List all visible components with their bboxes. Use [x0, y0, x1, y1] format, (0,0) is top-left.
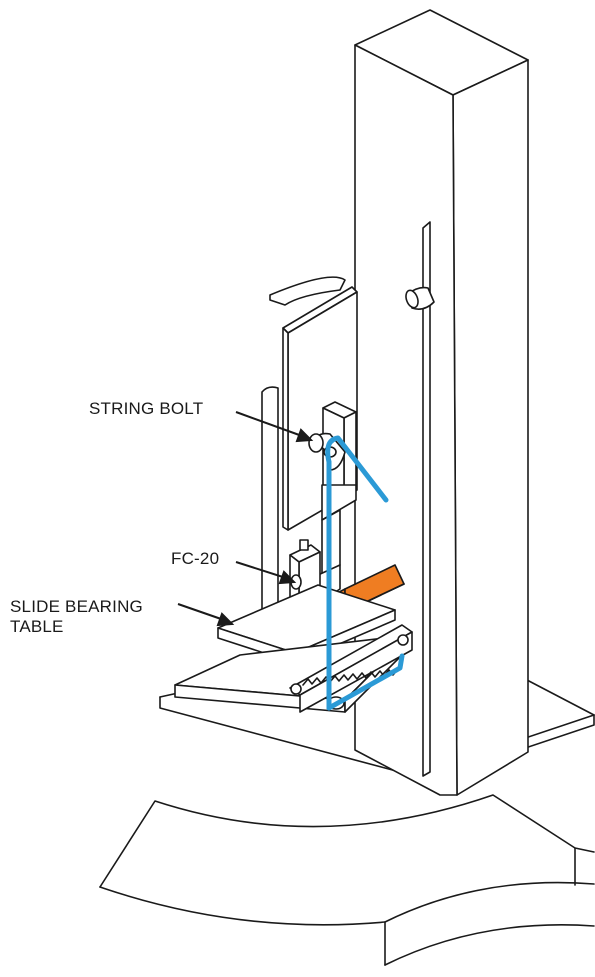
slide-bearing-label-line2: TABLE — [10, 617, 64, 636]
string — [325, 435, 405, 711]
arrow-string-bolt — [235, 411, 314, 443]
spring — [302, 668, 399, 686]
string-bolt-label: STRING BOLT — [89, 399, 204, 418]
rail-end-left — [290, 683, 302, 695]
guide-rail — [422, 221, 431, 777]
column — [354, 9, 529, 796]
bracket — [269, 276, 346, 306]
arrow-fc20 — [235, 561, 297, 585]
base-foot — [99, 794, 595, 966]
arrow-slide-table — [177, 603, 235, 627]
fc20-label: FC-20 — [171, 549, 220, 568]
slide-bearing-label-line1: SLIDE BEARING — [10, 597, 143, 616]
leader-arrows — [177, 411, 314, 627]
knob — [405, 286, 435, 310]
slide-bearing-table-label: SLIDE BEARING TABLE — [10, 597, 143, 637]
rail-end-right — [397, 634, 409, 646]
